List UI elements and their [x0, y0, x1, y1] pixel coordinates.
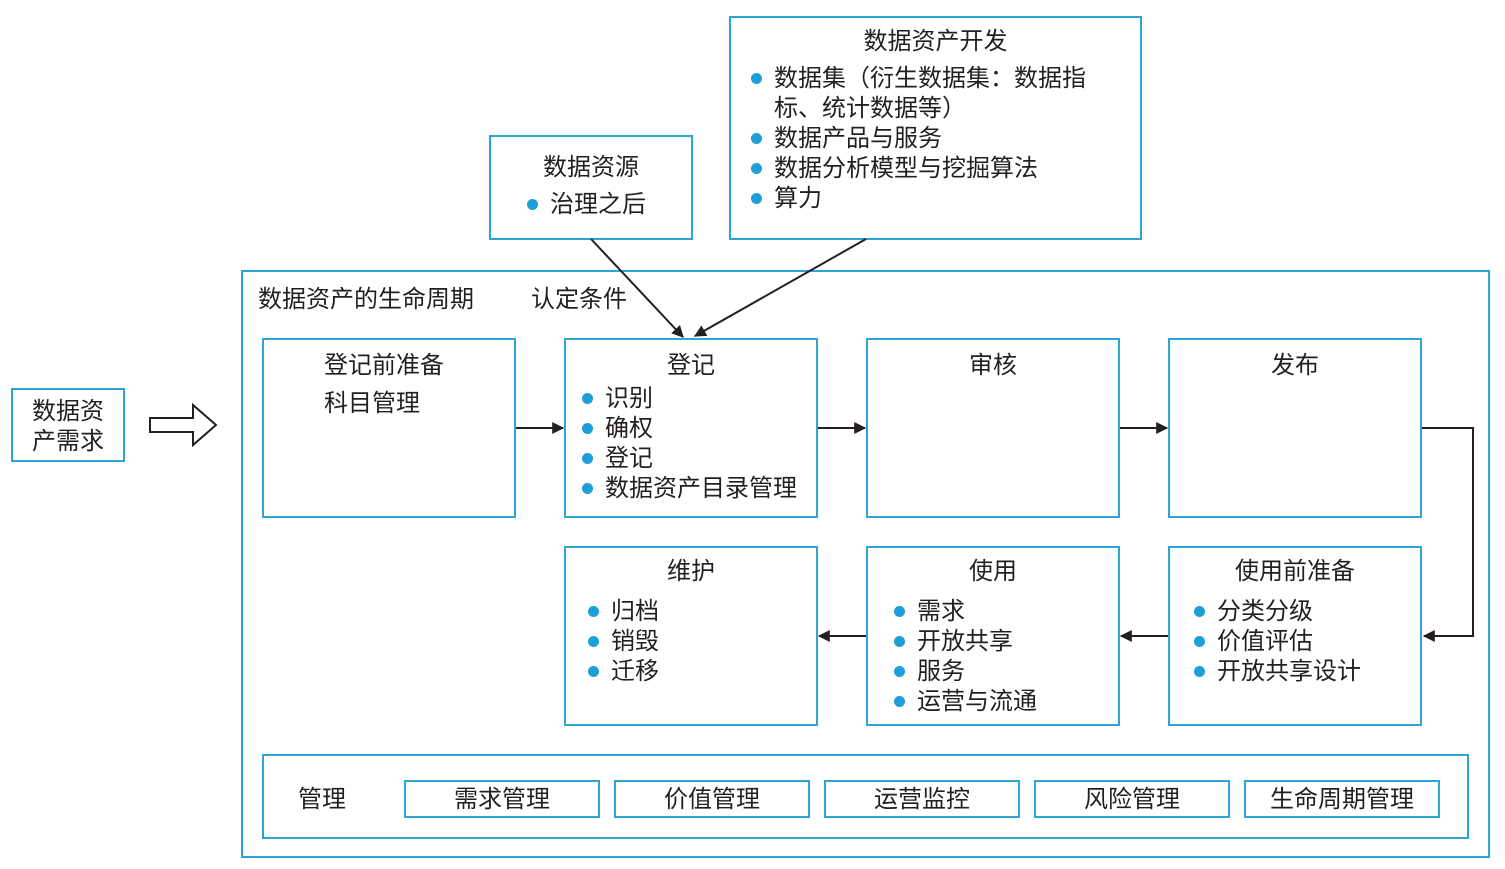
stage-maintenance-title: 维护	[667, 557, 715, 585]
list-item: 识别	[578, 383, 797, 413]
list-item: 归档	[584, 596, 659, 626]
management-item-demand: 需求管理	[404, 780, 600, 818]
bullet-icon	[894, 636, 905, 647]
stage-registration-title: 登记	[667, 351, 715, 379]
bullet-icon	[588, 606, 599, 617]
bullet-icon	[588, 666, 599, 677]
stage-registration-box: 登记 识别 确权 登记 数据资产目录管理	[564, 338, 818, 518]
stage-pre-use-box: 使用前准备 分类分级 价值评估 开放共享设计	[1168, 546, 1422, 726]
lifecycle-title: 数据资产的生命周期	[258, 285, 474, 313]
stage-pre-registration-title: 登记前准备	[324, 351, 444, 379]
bullet-icon	[1194, 606, 1205, 617]
list-item: 数据分析模型与挖掘算法	[747, 153, 1086, 183]
development-list: 数据集（衍生数据集：数据指 标、统计数据等） 数据产品与服务 数据分析模型与挖掘…	[747, 63, 1086, 213]
data-resource-box: 数据资源 治理之后	[489, 135, 693, 240]
bullet-icon	[894, 696, 905, 707]
bullet-icon	[588, 636, 599, 647]
stage-maintenance-box: 维护 归档 销毁 迁移	[564, 546, 818, 726]
development-title: 数据资产开发	[863, 27, 1008, 55]
bullet-icon	[1194, 666, 1205, 677]
stage-audit-title: 审核	[969, 351, 1017, 379]
list-item: 登记	[578, 443, 797, 473]
list-item: 分类分级	[1190, 596, 1361, 626]
data-asset-demand-box: 数据资 产需求	[11, 388, 125, 462]
list-item: 服务	[890, 656, 1037, 686]
bullet-icon	[751, 193, 762, 204]
management-bar: 管理 需求管理 价值管理 运营监控 风险管理 生命周期管理	[262, 754, 1469, 839]
list-item: 运营与流通	[890, 686, 1037, 716]
management-item-operation-monitoring: 运营监控	[824, 780, 1020, 818]
management-item-lifecycle: 生命周期管理	[1244, 780, 1440, 818]
management-item-value: 价值管理	[614, 780, 810, 818]
list-item: 数据集（衍生数据集：数据指	[747, 63, 1086, 93]
list-item: 确权	[578, 413, 797, 443]
list-item: 销毁	[584, 626, 659, 656]
bullet-icon	[1194, 636, 1205, 647]
bullet-icon	[582, 453, 593, 464]
list-item: 算力	[747, 183, 1086, 213]
list-item: 价值评估	[1190, 626, 1361, 656]
data-resource-list: 治理之后	[523, 189, 646, 219]
bullet-icon	[751, 73, 762, 84]
bullet-icon	[582, 483, 593, 494]
list-item: 需求	[890, 596, 1037, 626]
demand-line-2: 产需求	[32, 427, 104, 455]
list-item: 迁移	[584, 656, 659, 686]
management-label: 管理	[298, 785, 346, 813]
bullet-icon	[894, 606, 905, 617]
bullet-icon	[751, 133, 762, 144]
bullet-icon	[582, 393, 593, 404]
management-item-risk: 风险管理	[1034, 780, 1230, 818]
list-item-continuation: 标、统计数据等）	[774, 94, 966, 122]
stage-pre-use-title: 使用前准备	[1235, 557, 1355, 585]
stage-registration-list: 识别 确权 登记 数据资产目录管理	[578, 383, 797, 503]
bullet-icon	[894, 666, 905, 677]
list-item: 数据产品与服务	[747, 123, 1086, 153]
stage-pre-registration-box: 登记前准备 科目管理	[262, 338, 516, 518]
stage-audit-box: 审核	[866, 338, 1120, 518]
data-resource-title: 数据资源	[543, 153, 639, 181]
hollow-arrow-icon	[149, 402, 218, 448]
list-item: 开放共享	[890, 626, 1037, 656]
data-asset-development-box: 数据资产开发 数据集（衍生数据集：数据指 标、统计数据等） 数据产品与服务 数据…	[729, 16, 1142, 240]
stage-publish-box: 发布	[1168, 338, 1422, 518]
bullet-icon	[527, 199, 538, 210]
list-item: 治理之后	[523, 189, 646, 219]
arrow-publish-to-pre-use	[1422, 427, 1474, 642]
stage-pre-registration-sub: 科目管理	[324, 389, 420, 417]
stage-use-list: 需求 开放共享 服务 运营与流通	[890, 596, 1037, 716]
stage-use-title: 使用	[969, 557, 1017, 585]
stage-maintenance-list: 归档 销毁 迁移	[584, 596, 659, 686]
arrow-resource-to-registration	[590, 238, 684, 338]
stage-pre-use-list: 分类分级 价值评估 开放共享设计	[1190, 596, 1361, 686]
arrow-development-to-registration	[693, 238, 867, 337]
demand-line-1: 数据资	[32, 397, 104, 425]
bullet-icon	[751, 163, 762, 174]
bullet-icon	[582, 423, 593, 434]
list-item: 开放共享设计	[1190, 656, 1361, 686]
stage-publish-title: 发布	[1271, 351, 1319, 379]
stage-use-box: 使用 需求 开放共享 服务 运营与流通	[866, 546, 1120, 726]
list-item: 数据资产目录管理	[578, 473, 797, 503]
condition-label: 认定条件	[531, 285, 627, 313]
